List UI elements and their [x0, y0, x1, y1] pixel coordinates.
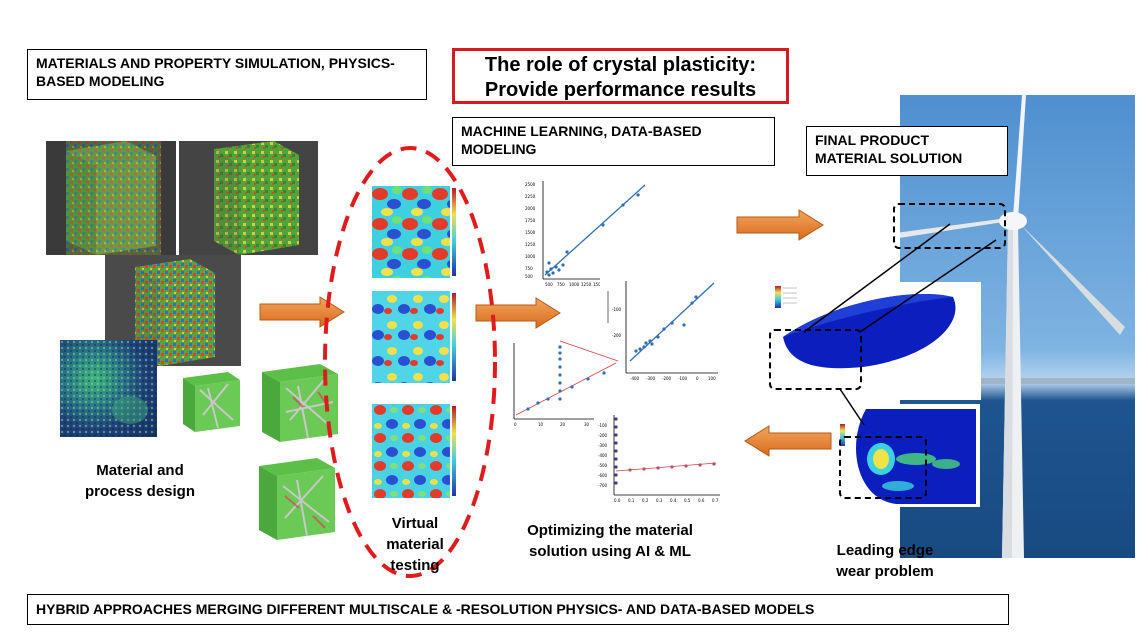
grain-cube-2: [258, 362, 342, 442]
microstructure-cube-2: [179, 141, 318, 255]
connector-lines-bottom: [839, 388, 865, 426]
p4-xtick: 0.3: [656, 498, 663, 503]
p1-ytick: 750: [525, 266, 533, 271]
nacelle-highlight: [893, 203, 1006, 249]
physics-modeling-box: MATERIALS AND PROPERTY SIMULATION, PHYSI…: [27, 49, 427, 100]
p2-xtick: -400: [630, 376, 640, 381]
p4-xtick: 0.2: [642, 498, 649, 503]
leading-caption-line-2: wear problem: [836, 563, 934, 580]
p1-xtick: 1250: [581, 282, 592, 287]
arrow-left-1: [744, 425, 832, 457]
p2-xtick: 0: [696, 376, 699, 381]
design-caption-line-1: Material and: [96, 462, 184, 479]
p1-xtick: 500: [545, 282, 553, 287]
virtual-caption-line-1: Virtual: [391, 515, 439, 532]
p1-ytick: 2500: [525, 182, 536, 187]
p1-ytick: 2000: [525, 206, 536, 211]
p2-xtick: -300: [646, 376, 656, 381]
p1-ytick: 1250: [525, 242, 536, 247]
optimizing-caption: Optimizing the material solution using A…: [505, 520, 715, 562]
blade-simulation-panel: [743, 282, 981, 400]
p1-ytick: 1000: [525, 254, 536, 259]
p1-xtick: 1500: [593, 282, 604, 287]
microstructure-cube-1: [46, 141, 176, 255]
p1-ytick: 1750: [525, 218, 536, 223]
heatmap-2: [372, 291, 456, 383]
optimizing-caption-line-2: solution using AI & ML: [529, 543, 691, 560]
title-line-1: The role of crystal plasticity:: [484, 54, 757, 76]
p4-xtick: 0.0: [614, 498, 621, 503]
design-caption-line-2: process design: [84, 483, 196, 500]
final-product-label: FINAL PRODUCT MATERIAL SOLUTION: [815, 132, 963, 166]
p1-ytick: 2250: [525, 194, 536, 199]
p4-xtick: 0.4: [670, 498, 677, 503]
title-box: The role of crystal plasticity: Provide …: [452, 48, 789, 104]
grain-cube-3: [255, 456, 340, 540]
p1-xtick: 1000: [569, 282, 580, 287]
p4-xtick: 0.6: [698, 498, 705, 503]
p4-xtick: 0.1: [628, 498, 635, 503]
p3-xtick: 30: [584, 422, 590, 427]
p4-ytick: -400: [598, 453, 608, 458]
plot-scatter-4: 0.0 0.1 0.2 0.3 0.4 0.5 0.6 0.7 -100 -20…: [594, 409, 724, 509]
p2-ytick: -100: [612, 307, 622, 312]
leading-caption-line-1: Leading edge: [836, 542, 934, 559]
p4-xtick: 0.7: [712, 498, 719, 503]
arrow-right-2: [475, 297, 561, 329]
leading-edge-caption: Leading edge wear problem: [830, 540, 940, 582]
p2-xtick: -100: [678, 376, 688, 381]
hybrid-approaches-label: HYBRID APPROACHES MERGING DIFFERENT MULT…: [36, 601, 815, 617]
p3-xtick: 0: [514, 422, 517, 427]
heatmap-3: [372, 404, 456, 498]
p4-ytick: -500: [598, 463, 608, 468]
p4-ytick: -700: [598, 483, 608, 488]
p2-ytick: -200: [612, 333, 622, 338]
physics-modeling-label: MATERIALS AND PROPERTY SIMULATION, PHYSI…: [36, 55, 395, 89]
ml-modeling-box: MACHINE LEARNING, DATA-BASED MODELING: [452, 117, 775, 166]
virtual-caption-line-3: testing: [390, 557, 440, 574]
p4-ytick: -600: [598, 473, 608, 478]
virtual-testing-ellipse: [323, 146, 497, 578]
p1-ytick: 1500: [525, 230, 536, 235]
p4-ytick: -200: [598, 433, 608, 438]
hybrid-approaches-box: HYBRID APPROACHES MERGING DIFFERENT MULT…: [27, 594, 1009, 625]
p3-xtick: 20: [560, 422, 566, 427]
final-product-box: FINAL PRODUCT MATERIAL SOLUTION: [806, 126, 1008, 176]
p1-ytick: 500: [525, 274, 533, 279]
arrow-right-1: [259, 296, 345, 328]
p4-ytick: -100: [598, 423, 608, 428]
p2-xtick: -200: [662, 376, 672, 381]
optimizing-caption-line-1: Optimizing the material: [527, 522, 693, 539]
grain-cube-1: [178, 370, 245, 432]
p2-xtick: 100: [708, 376, 716, 381]
design-caption: Material and process design: [60, 460, 220, 502]
p4-ytick: -300: [598, 443, 608, 448]
p1-xtick: 750: [557, 282, 565, 287]
virtual-testing-caption: Virtual material testing: [360, 513, 470, 576]
blade-edge-highlight: [769, 329, 862, 390]
p4-xtick: 0.5: [684, 498, 691, 503]
title-line-2: Provide performance results: [484, 79, 757, 101]
plot-parity-1: 2500 2250 2000 1750 1500 1250 1000 750 5…: [523, 177, 653, 290]
turbine-drawing: [880, 95, 1135, 558]
heatmap-1: [372, 186, 456, 278]
leading-edge-zoom: [836, 404, 980, 507]
leading-edge-highlight: [839, 436, 927, 499]
arrow-right-3: [736, 209, 824, 241]
p3-xtick: 10: [538, 422, 544, 427]
ml-modeling-label: MACHINE LEARNING, DATA-BASED MODELING: [461, 123, 702, 157]
microstructure-field-map: [60, 340, 157, 437]
connector-lines-top: [803, 223, 997, 333]
virtual-caption-line-2: material: [386, 536, 444, 553]
